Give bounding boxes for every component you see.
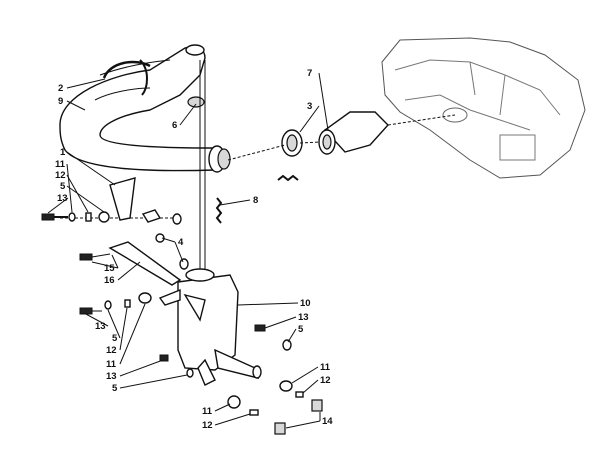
callout-10: 10 [300,298,311,309]
spring-8-lower [215,197,223,224]
callout-11b: 11 [106,359,117,370]
callout-11d: 11 [202,406,213,417]
callout-12a: 12 [55,170,66,181]
spring-8-upper [277,174,299,182]
callout-13b: 13 [298,312,309,323]
engine-block [381,37,586,179]
callout-16: 16 [104,275,115,286]
callout-11c: 11 [320,362,331,373]
callout-15: 15 [104,263,115,274]
callout-2: 2 [58,83,63,94]
callout-labels: 2 9 6 7 3 1 11 12 5 13 8 4 15 16 10 13 5… [55,68,333,431]
lower-left-hardware [79,292,194,378]
callout-3: 3 [307,101,312,112]
callout-8: 8 [253,195,258,206]
bracket-15-16 [79,233,189,286]
callout-12b: 12 [106,345,117,356]
callout-4: 4 [178,237,184,248]
pipe-springs [102,59,151,96]
callout-14: 14 [322,416,333,427]
callout-5b: 5 [298,324,304,335]
callout-13c: 13 [95,321,106,332]
lower-right-hardware [227,324,323,435]
alignment-lines [60,60,456,270]
exhaust-manifold [281,111,389,157]
callout-5c: 5 [112,333,118,344]
muffler [158,268,262,386]
callout-5d: 5 [112,383,118,394]
callout-1: 1 [60,147,66,158]
callout-13d: 13 [106,371,117,382]
callout-11a: 11 [55,159,66,170]
callout-5a: 5 [60,181,66,192]
leader-lines [47,72,329,429]
callout-12c: 12 [320,375,331,386]
callout-12d: 12 [202,420,213,431]
grommet [187,96,205,108]
callout-9: 9 [58,96,63,107]
callout-6: 6 [172,120,177,131]
callout-13a: 13 [57,193,68,204]
callout-7: 7 [307,68,312,79]
